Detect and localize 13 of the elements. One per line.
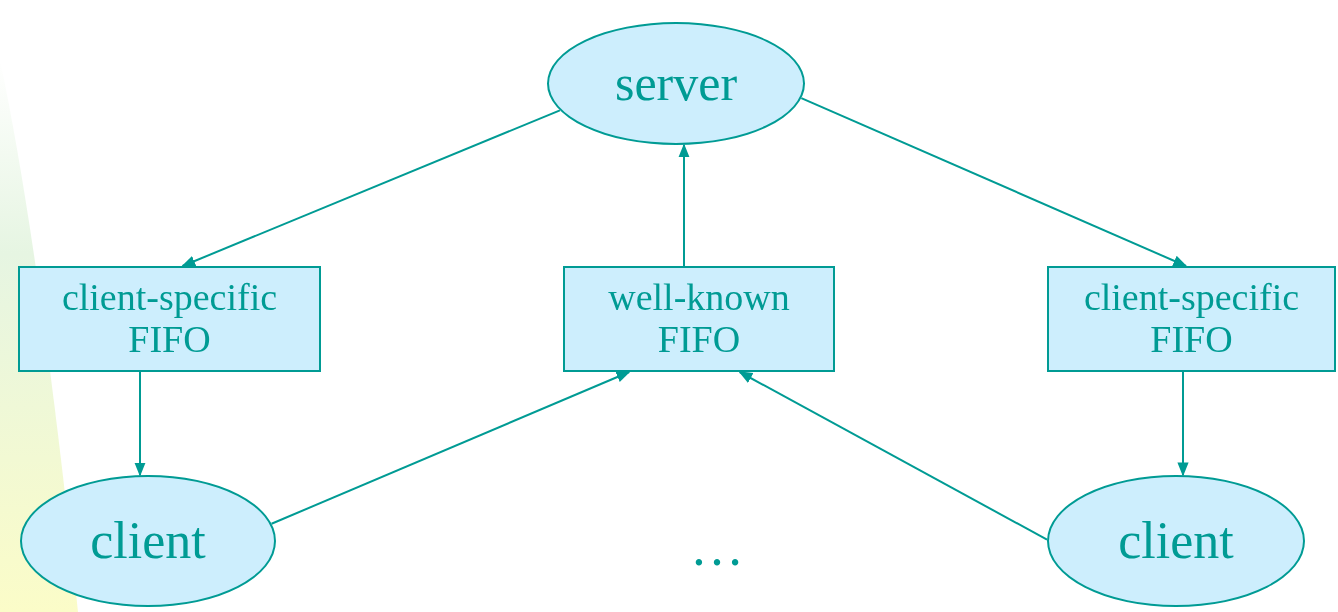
- ellipsis-label: …: [690, 520, 748, 574]
- arrow: [1177, 371, 1189, 477]
- arrow: [134, 371, 146, 477]
- process-ellipse: client: [1047, 475, 1305, 607]
- arrow: [270, 371, 631, 525]
- arrow: [678, 143, 690, 267]
- arrow: [181, 109, 561, 267]
- process-ellipse: client: [20, 475, 276, 607]
- fifo-box: client-specific FIFO: [18, 266, 321, 372]
- fifo-box: client-specific FIFO: [1047, 266, 1336, 372]
- arrow: [738, 371, 1049, 541]
- fifo-box: well-known FIFO: [563, 266, 835, 372]
- process-ellipse: server: [547, 22, 805, 145]
